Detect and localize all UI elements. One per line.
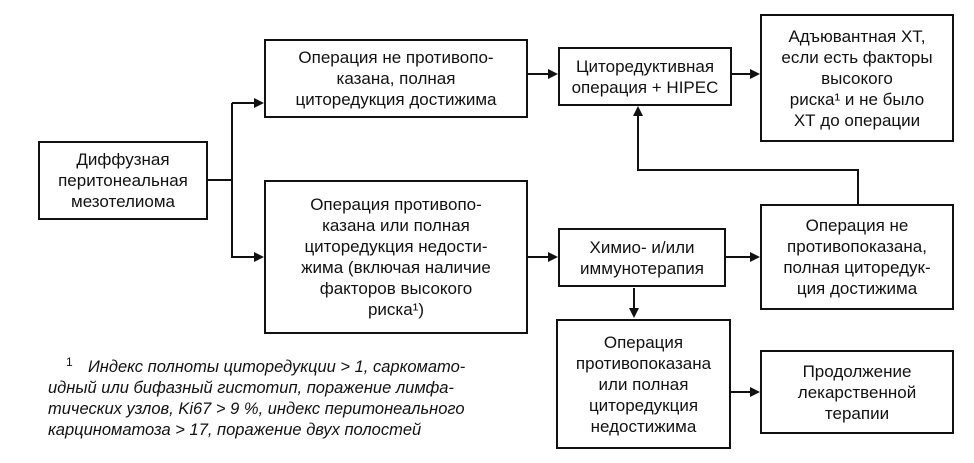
connector-diffuse-split [208, 103, 233, 181]
footnote-text: Индекс полноты циторедукции > 1, саркома… [48, 358, 466, 439]
node-continue-drug-therapy: Продолжение лекарственной терапии [760, 350, 954, 434]
node-operation-ok-right: Операция не противопоказана, полная цито… [760, 204, 954, 310]
node-cytoreductive-hipec: Циторедуктивная операция + HIPEC [558, 47, 732, 106]
arrow-to-op-contra [231, 180, 264, 262]
footnote-marker: 1 [66, 355, 73, 369]
node-chemo-immunotherapy: Химио- и/или иммунотерапия [558, 228, 726, 287]
node-diffuse-mesothelioma: Диффузная перитонеальная мезотелиома [38, 141, 208, 220]
node-operation-ok-top: Операция не противопо- казана, полная ци… [264, 39, 528, 118]
node-operation-contraindicated: Операция противопо- казана или полная ци… [264, 180, 528, 334]
node-adjuvant-chemotherapy: Адъювантная ХТ, если есть факторы высоко… [760, 14, 954, 142]
arrow-back-to-cytoreductive [633, 106, 859, 204]
node-operation-contraindicated-bottom: Операция противопоказана или полная цито… [556, 319, 731, 449]
